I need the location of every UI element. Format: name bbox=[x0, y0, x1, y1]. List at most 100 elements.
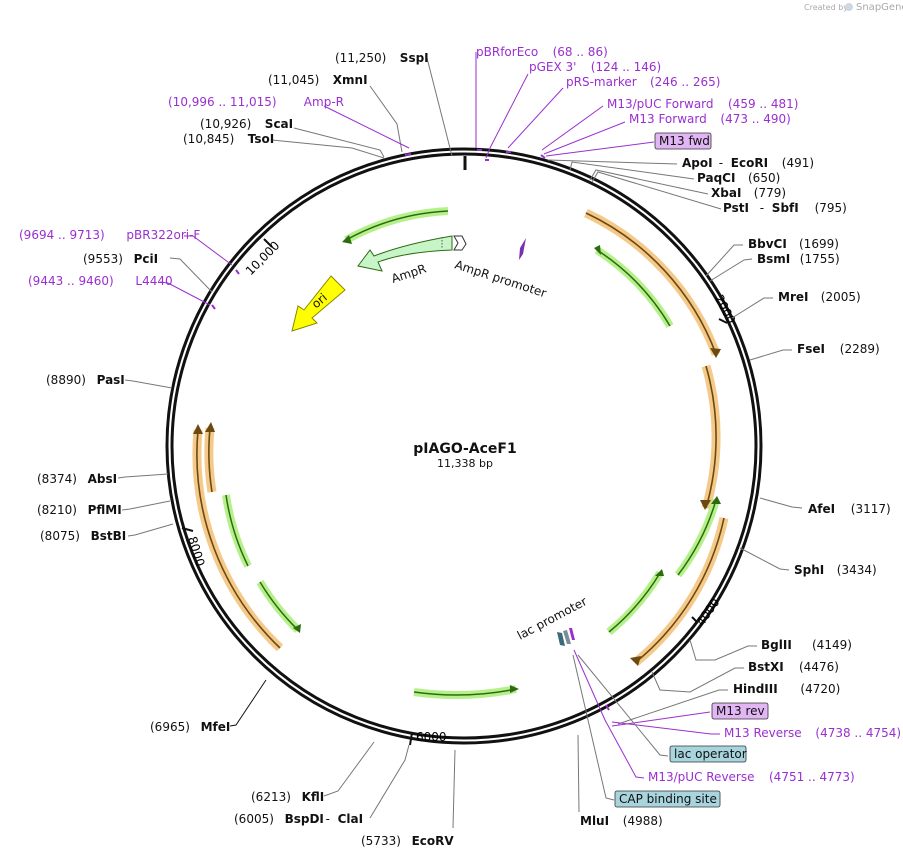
tick-2000 bbox=[718, 318, 728, 324]
ampr-promoter-shape bbox=[453, 235, 467, 251]
leader-m13-fwd bbox=[543, 121, 626, 155]
ampr-feature: AmpR AmpR promoter bbox=[357, 235, 548, 300]
m13-rev-name: M13 Reverse bbox=[724, 726, 802, 740]
bsmi-name: BsmI bbox=[757, 252, 790, 266]
orange-feature-2-core bbox=[705, 365, 717, 509]
pbr322ori-position: (9694 .. 9713) bbox=[19, 228, 105, 242]
mrei-position: (2005) bbox=[821, 290, 861, 304]
green-feature-2-arrowhead bbox=[594, 245, 601, 255]
ampr-promoter-primer-mark bbox=[519, 238, 526, 260]
fsei-name: FseI bbox=[797, 342, 825, 356]
m13rev-box-label: M13 rev bbox=[716, 704, 765, 718]
orange-feature-1 bbox=[584, 208, 721, 356]
apoi-position: (491) bbox=[782, 156, 814, 170]
m13-rev-position: (4738 .. 4754) bbox=[815, 726, 901, 740]
prsmarker-position: (246 .. 265) bbox=[650, 75, 720, 89]
ampr-primer-name: Amp-R bbox=[304, 95, 344, 109]
pasi-name: PasI bbox=[97, 373, 125, 387]
bsmi-position: (1755) bbox=[800, 252, 840, 266]
tick-10000 bbox=[263, 238, 273, 248]
leader-bspdi bbox=[369, 744, 410, 819]
m13-fwd-name: M13 Forward bbox=[629, 112, 707, 126]
bglii-position: (4149) bbox=[812, 638, 852, 652]
m13puc-fwd-position: (459 .. 481) bbox=[728, 97, 798, 111]
leader-pcii bbox=[169, 257, 213, 293]
green-feature-5-core bbox=[413, 688, 517, 696]
leader-l4440 bbox=[159, 281, 211, 306]
leader-psti bbox=[591, 171, 722, 210]
ori-arrow bbox=[291, 275, 346, 332]
plasmid-name: pIAGO-AceF1 bbox=[413, 441, 516, 457]
afei-name: AfeI bbox=[808, 502, 835, 516]
green-feature-6 bbox=[222, 494, 252, 568]
leader-kfli bbox=[323, 741, 375, 797]
tsoi-name: TsoI bbox=[248, 132, 274, 146]
bstbi-name: BstBI bbox=[91, 529, 127, 543]
tick-6000 bbox=[409, 732, 413, 746]
psti-dash: - bbox=[760, 201, 764, 215]
orange-feature-3-arrowhead bbox=[630, 656, 641, 666]
credit-prefix: Created by bbox=[804, 3, 848, 12]
leader-bstxi bbox=[651, 667, 744, 693]
pbr322ori-name: pBR322ori-F bbox=[126, 228, 200, 242]
primer-tick-m13rev bbox=[605, 704, 610, 711]
scai-position: (10,926) bbox=[200, 117, 251, 131]
cap-box-label: CAP binding site bbox=[619, 792, 717, 806]
leader-ecorv bbox=[452, 749, 456, 829]
leader-pasi bbox=[124, 379, 173, 389]
leader-sphi bbox=[739, 547, 790, 571]
orange-feature-2-arrowhead bbox=[700, 500, 711, 510]
xmni-name: XmnI bbox=[333, 73, 368, 87]
pbrforeco-name: pBRforEco bbox=[476, 45, 538, 59]
tick-8000 bbox=[181, 527, 194, 532]
leader-xmni bbox=[369, 85, 403, 153]
kfli-name: KflI bbox=[302, 790, 325, 804]
green-features bbox=[222, 207, 721, 699]
sphi-position: (3434) bbox=[837, 563, 877, 577]
pgex3-position: (124 .. 146) bbox=[591, 60, 661, 74]
leader-m13puc-rev bbox=[573, 649, 645, 779]
primer-tick-pbr322ori bbox=[235, 269, 240, 275]
tick-4000 bbox=[691, 616, 699, 624]
m13fwd-box-box bbox=[654, 132, 712, 150]
sspi-position: (11,250) bbox=[335, 51, 386, 65]
ori-feature: ori bbox=[291, 275, 346, 332]
apoi-name: ApoI bbox=[682, 156, 713, 170]
tick-label-2000: 2000 bbox=[712, 292, 738, 326]
tick-label-10000: 10,000 bbox=[243, 238, 283, 278]
green-feature-1 bbox=[344, 207, 449, 244]
primer-tick-ampr bbox=[404, 153, 412, 156]
mlui-position: (4988) bbox=[623, 814, 663, 828]
leader-bbvci bbox=[705, 244, 743, 277]
cap-site-mark bbox=[563, 630, 571, 644]
green-feature-4 bbox=[606, 570, 664, 636]
sphi-name: SphI bbox=[794, 563, 824, 577]
hindiii-position: (4720) bbox=[800, 682, 840, 696]
green-feature-5-arrowhead bbox=[510, 685, 519, 693]
primer-ticks bbox=[211, 149, 610, 711]
leader-mlui bbox=[577, 734, 580, 813]
leader-afei bbox=[759, 497, 803, 509]
bspdi-name: BspDI bbox=[285, 812, 324, 826]
pbrforeco-position: (68 .. 86) bbox=[553, 45, 608, 59]
green-feature-3-core bbox=[677, 499, 717, 576]
green-feature-1-arrowhead bbox=[342, 235, 352, 244]
leader-mrei bbox=[731, 297, 773, 319]
xbai-name: XbaI bbox=[711, 186, 741, 200]
prsmarker-name: pRS-marker bbox=[566, 75, 637, 89]
ecorv-position: (5733) bbox=[361, 834, 401, 848]
pflmi-name: PflMI bbox=[88, 503, 122, 517]
pgex3-name: pGEX 3' bbox=[529, 60, 576, 74]
leader-xbai bbox=[589, 169, 709, 195]
green-feature-4-core bbox=[608, 572, 661, 633]
leader-tsoi bbox=[271, 139, 385, 159]
leader-scai bbox=[293, 127, 385, 158]
bspdi-position: (6005) bbox=[234, 812, 274, 826]
pasi-position: (8890) bbox=[46, 373, 86, 387]
sspi-name: SspI bbox=[400, 51, 429, 65]
bbvci-name: BbvCI bbox=[748, 237, 787, 251]
lac-operator-mark bbox=[557, 632, 565, 646]
green-feature-2-core bbox=[596, 249, 671, 327]
xmni-position: (11,045) bbox=[268, 73, 319, 87]
l4440-position: (9443 .. 9460) bbox=[28, 274, 114, 288]
